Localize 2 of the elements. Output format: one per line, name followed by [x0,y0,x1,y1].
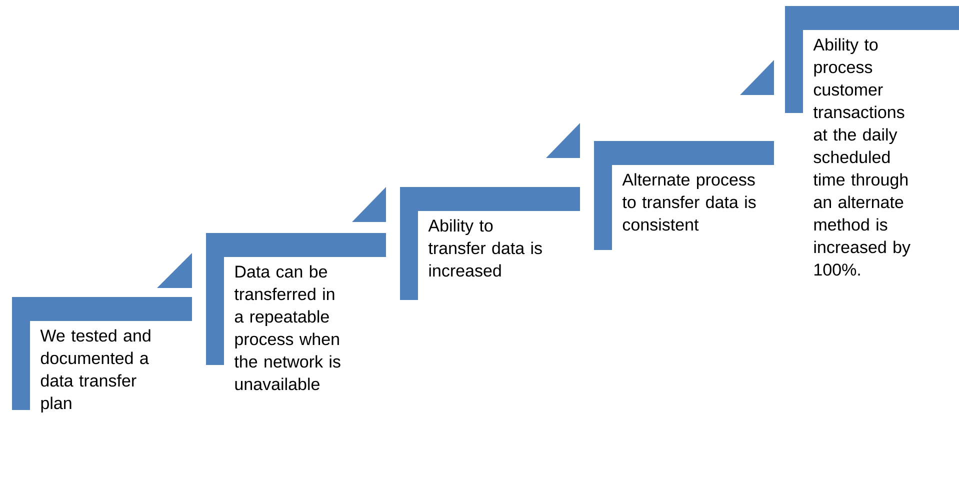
node-label: at the daily scheduled time through an alternate method is increased by 100%. [813,128,910,276]
node-label: unavailable [235,378,320,390]
